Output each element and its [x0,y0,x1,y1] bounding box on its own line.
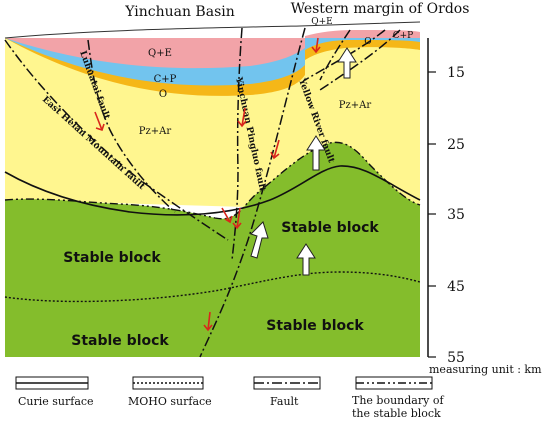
uplift-arrow-icon [296,243,316,276]
depth-tick-label: 35 [447,207,465,223]
slip-arrow-icon [203,311,213,332]
legend-swatch-moho [132,376,204,390]
fault-lines [4,27,401,358]
legend-label-boundary: The boundary of [352,394,444,407]
slip-arrows [94,37,321,332]
fault-ordos-b-line [319,29,401,91]
qe-layer [5,30,420,69]
legend-label-curie: Curie surface [18,395,94,408]
layer-o-left-label: O [159,89,167,100]
layer-o-right-label: O [364,37,371,47]
stable-block-boundary [4,141,421,220]
legend-label-fault: Fault [270,395,299,408]
block-lower-right-label: Stable block [266,318,364,334]
moho-surface-line [4,271,421,303]
slip-arrow-icon [270,139,280,160]
depth-tick-label: 15 [447,65,465,81]
fault-ordos-c-line [304,29,386,81]
depth-unit-label: measuring unit : km [429,363,542,376]
layer-pzar-left-label: Pz+Ar [139,126,172,137]
depth-tick-label: 55 [447,350,465,366]
uplift-arrow-icon [306,135,326,171]
slip-arrow-icon [232,207,242,230]
block-upper-right-label: Stable block [281,220,379,236]
header-left-label: Yinchuan Basin [124,4,235,20]
slip-arrow-icon [311,37,321,54]
stable-block-zone [5,142,420,357]
fault-ordos-a-line [319,29,351,81]
slip-arrow-icon [237,107,247,128]
block-upper-left-label: Stable block [63,250,161,266]
layer-qe-left-label: Q+E [148,48,172,59]
slip-arrow-icon [94,111,105,132]
uplift-arrow-icon [250,221,269,259]
layer-cp-right-label: C+P [393,31,413,41]
fault-helan-line [4,39,229,241]
curie-surface-line [4,165,421,216]
layer-pzar-right-label: Pz+Ar [339,100,372,111]
uplift-arrow-icon [337,47,357,79]
fault-pingluo-line [231,27,243,261]
uplift-arrows [250,47,357,276]
block-lower-left-label: Stable block [71,333,169,349]
legend-label-moho: MOHO surface [128,395,212,408]
legend: Curie surface MOHO surface Fault The bou… [15,376,444,420]
layer-qe-right-label: Q+E [311,17,333,27]
slip-arrow-icon [221,207,233,224]
depth-tick-label: 45 [447,279,465,295]
header-right-label: Western margin of Ordos [291,1,470,17]
fault-yellow-river-line [199,27,306,358]
depth-axis: 15 25 35 45 55 measuring unit : km [427,38,542,376]
layer-cp-left-label: C+P [154,74,177,85]
fault-luhuatai-line [87,39,176,213]
legend-label-boundary-line2: the stable block [352,407,441,420]
depth-tick-label: 25 [447,137,465,153]
topography-line [4,21,421,39]
